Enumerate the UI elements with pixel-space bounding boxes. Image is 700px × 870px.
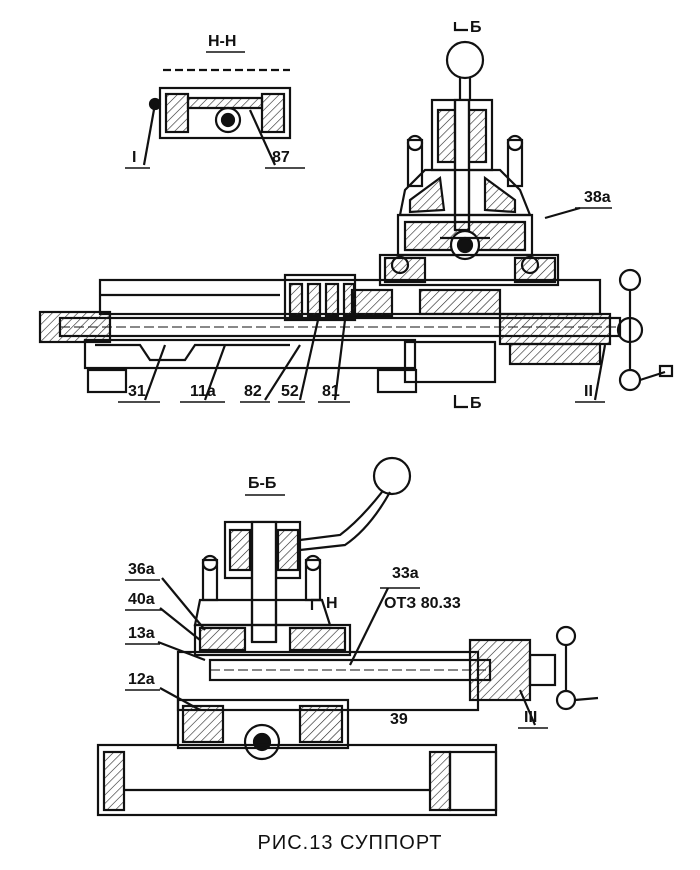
callout-82: 82: [244, 383, 262, 400]
main-view: [38, 22, 674, 409]
section-mark-b-top: Б: [470, 19, 482, 36]
callout-33a: 33а: [392, 565, 419, 582]
callout-12a: 12а: [128, 671, 155, 688]
callout-13a: 13а: [128, 625, 155, 642]
callout-36a: 36а: [128, 561, 155, 578]
section-mark-h: Н: [326, 595, 338, 612]
callout-11a: 11а: [190, 383, 216, 400]
callout-38a: 38а: [584, 189, 611, 206]
figure-caption: РИС.13 СУППОРТ: [257, 832, 443, 854]
callout-40a: 40а: [128, 591, 155, 608]
section-mark-b-bottom: Б: [470, 395, 482, 412]
callout-roman-2: II: [584, 383, 593, 400]
section-b-view: [96, 456, 599, 817]
callout-52: 52: [281, 383, 299, 400]
callout-87: 87: [272, 149, 290, 166]
callout-ot3: ОТЗ 80.33: [384, 595, 461, 612]
callout-31: 31: [128, 383, 146, 400]
callout-39: 39: [390, 711, 408, 728]
callout-roman-3: III: [524, 709, 538, 726]
section-h-view: [125, 51, 305, 169]
callout-81: 81: [322, 383, 340, 400]
section-b-title: Б-Б: [248, 475, 277, 492]
section-h-title: Н-Н: [208, 33, 237, 50]
callout-roman-1: I: [132, 149, 137, 166]
